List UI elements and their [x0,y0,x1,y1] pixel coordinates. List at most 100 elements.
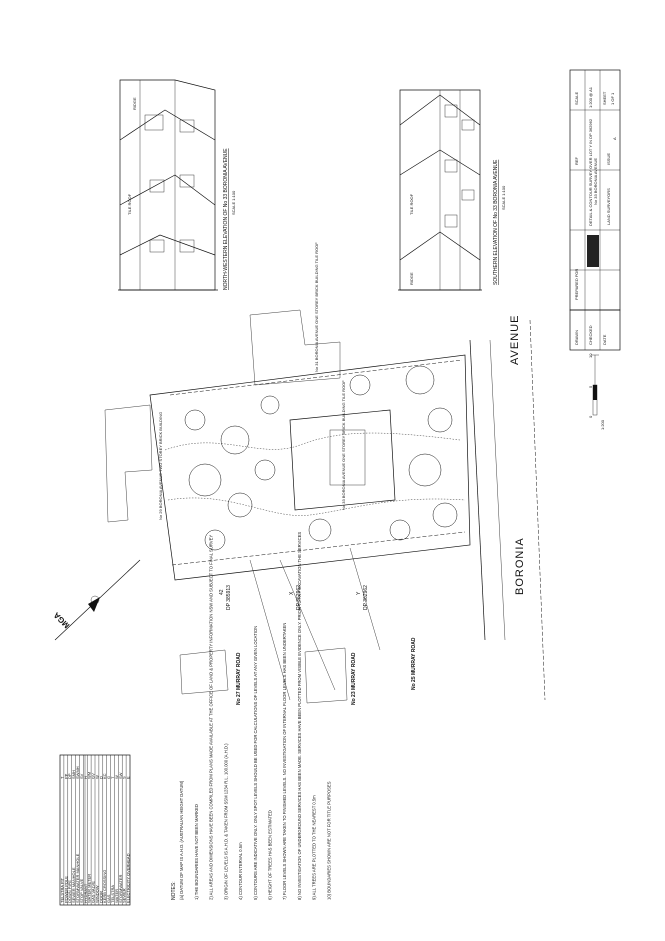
neighbour-building-27 [179,649,229,695]
title-issue-label: ISSUE [606,153,611,165]
elevation1-title: NORTH-WESTERN ELEVATION OF No 33 BORONIA… [223,148,229,290]
legend-item-name: WATER [114,889,119,903]
neighbour-label-27: No 27 MURRAY ROAD [236,652,242,705]
title-sheet-value: 1 OF 1 [610,92,615,105]
company-logo-icon [587,235,599,267]
elev1-ridge-label: RIDGE [132,97,137,110]
north-arrow-label: MGA [52,610,72,630]
title-drawn-label: DRAWN [574,330,579,345]
legend-item-symbol: SV [79,773,84,779]
scale-bar: 1:200 0 5 10 [588,353,605,430]
note-item: 5) CONTOURS ARE INDICATIVE ONLY. ONLY SP… [253,626,258,900]
note-item: 7) FLOOR LEVELS SHOWN ARE TAKEN TO FINIS… [282,623,287,900]
lot-42-number: 42 [219,589,225,595]
note-item: 8) NO INVESTIGATION OF UNDERGROUND SERVI… [297,532,302,900]
neighbour-label-31: No 31 BORONIA AVENUE ONE STOREY BRICK BU… [314,242,319,372]
legend-item-symbol: W [114,775,119,779]
legend-item-name: DOWN PIPE [67,880,72,903]
legend-item-name: POWER POLE [63,876,68,903]
legend-item-symbol: SMH [71,770,76,779]
note-item: 9) ALL TREES ARE PLOTTED TO THE NEAREST … [312,795,317,900]
lot-y-number: Y [356,591,362,595]
elevation2-title: SOUTHERN ELEVATION OF No 33 BORONIA AVEN… [493,159,499,285]
legend-item-symbol: PP [63,773,68,779]
lot-42-plan: DP 385913 [226,585,232,610]
site-plan: BORONIA AVENUE 42 DP 385913 X DP 362962 … [104,242,546,705]
scale-tick-10: 10 [588,353,593,358]
lot-x-number: X [289,591,295,595]
title-sheet-label: SHEET [602,91,607,105]
notes-datum: (a) DATUM OF MAP IS A.H.D. (AUSTRALIAN H… [179,780,184,900]
legend-item-symbol: T [110,776,115,779]
legend-item-name: GAS VALVE [91,881,96,903]
title-block: PREPARED FOR DETAIL & CONTOUR SURVEY OVE… [569,69,621,351]
scale-tick-5: 5 [588,385,593,388]
legend-item-symbol: KC [102,773,107,779]
legend-item-symbol: W [94,775,99,779]
legend-item-symbol: SW [118,772,123,779]
legend-item-name: SEWER MANHOLE [71,867,76,903]
title-issue-value: A [612,137,617,140]
lot-y-plan: DP 362962 [363,585,369,610]
note-item: 10) BOUNDARIES SHOWN ARE NOT FOR TITLE P… [326,781,331,900]
legend-item-symbol: SWMH [75,766,80,779]
scale-bar-label: 1:200 [600,419,605,430]
legend-item-name: TELSTRA [110,885,115,903]
legend-item-name: WATER METER [87,874,92,903]
legend-item-name: GAS [106,894,111,903]
legend-item-name: HYDRANT [83,883,88,903]
title-scale-value: 1:200 @ A1 [588,86,593,108]
legend-item-name: STOP VALVE [79,879,84,903]
notes-heading: NOTES: [171,881,177,900]
legend-item-symbol: GV [91,773,96,779]
legend-item-name: KERB CROSSING [102,870,107,903]
neighbour-label-25: No 25 MURRAY ROAD [411,637,417,690]
legend-item-name: STORMWATER [118,875,123,903]
elevation2-scale: SCALE 1:100 [501,185,506,210]
neighbour-label-29: No 29 BORONIA AVENUE TWO STOREY BRICK BU… [158,412,163,520]
legend-item-symbol: DP [67,773,72,779]
legend-item-symbol: WM [87,772,92,779]
subject-building [289,409,396,511]
note-item: 6) HEIGHT OF TREES HAS BEEN ESTIMATED [268,810,273,900]
neighbour-building-29 [104,404,153,523]
legend-item-name: TELSTRA PIT [59,877,64,903]
note-item: 3) ORIGIN OF LEVELS IS A.H.D. & TAKEN FR… [223,743,228,900]
legend-item-symbol: T [59,776,64,779]
notes-block: NOTES: (a) DATUM OF MAP IS A.H.D. (AUSTR… [171,532,331,900]
street-name-boronia: BORONIA [514,537,526,595]
elev1-roof-label: TILE ROOF [127,193,132,215]
legend-table: TELSTRA PIT T POWER POLE PP DOWN PIPE DP SEWER… [59,754,131,906]
street-name-avenue: AVENUE [509,315,521,365]
note-item: 2) ALL AREAS AND DIMENSIONS HAVE BEEN CO… [209,535,214,900]
note-item: 1) THE BOUNDARIES HAVE NOT BEEN MARKED [194,804,199,900]
legend-item-symbol: S [122,776,127,779]
elev2-roof-label: TILE ROOF [409,193,414,215]
neighbour-building-23 [304,647,348,704]
legend-item-symbol: E [126,776,131,779]
legend-item-symbol: D [98,776,103,779]
title-client-label: PREPARED FOR [574,269,579,300]
elev2-ridge-label: RIDGE [409,272,414,285]
title-date-label: DATE [602,334,607,345]
tree-group [184,365,458,551]
title-ref-label: REF [574,156,579,165]
title-checked-label: CHECKED [588,325,593,345]
elevation-north-western: TILE ROOF RIDGE NORTH-WESTERN ELEVATION … [118,79,236,291]
legend-item-name: SEWER [122,888,127,903]
elevation-southern: TILE ROOF RIDGE SOUTHERN ELEVATION OF No… [398,89,506,291]
legend-item-name: DOOR [98,891,103,903]
neighbour-building-31 [249,309,341,386]
elevation1-scale: SCALE 1:100 [231,190,236,215]
legend-item-name: WINDOW [94,885,99,903]
legend-item-symbol: H [83,776,88,779]
scale-tick-0: 0 [588,415,593,418]
neighbour-label-23: No 23 MURRAY ROAD [351,652,357,705]
lot-x-plan: DP 362962 [296,585,302,610]
title-main: DETAIL & CONTOUR SURVEY OVER LOT Y IN DP… [588,118,593,226]
legend-item-name: STORMWATER MANHOLE [75,853,80,903]
subject-building-label: No 33 BORONIA AVENUE ONE STOREY BRICK BU… [341,380,346,510]
note-item: 4) CONTOUR INTERVAL 0.5m [238,842,243,900]
title-address: No 33 BORONIA AVENUE [593,158,598,205]
